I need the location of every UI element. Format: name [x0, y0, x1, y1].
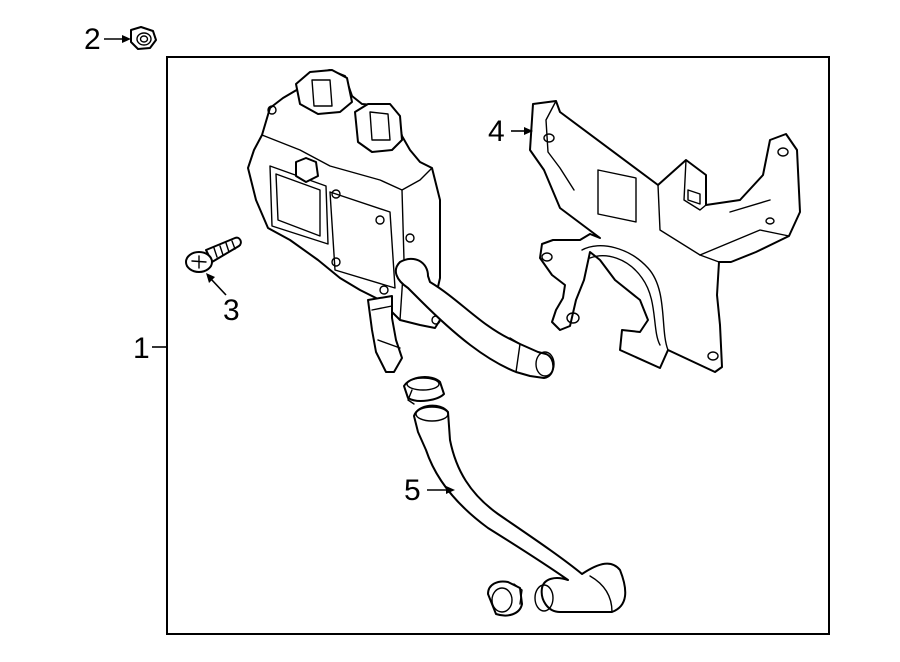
callout-5: 5: [404, 474, 421, 507]
leader-arrow-3: [206, 273, 227, 296]
callout-2: 2: [84, 23, 101, 56]
leader-arrow-4: [511, 127, 533, 135]
module-assembly-icon: [247, 69, 555, 379]
hose-icon: [413, 404, 627, 613]
hose-clamp-icon: [403, 376, 445, 405]
assembly-frame: [166, 56, 830, 635]
screw-icon: [185, 236, 242, 273]
callout-4: 4: [488, 115, 505, 148]
leader-arrow-2: [104, 35, 131, 43]
bracket-icon: [529, 100, 801, 373]
callout-1: 1: [133, 332, 150, 365]
nut-icon: [130, 26, 157, 50]
hose-clamp-lower-icon: [487, 580, 523, 617]
callout-3: 3: [223, 294, 240, 327]
leader-arrow-5: [427, 486, 455, 494]
